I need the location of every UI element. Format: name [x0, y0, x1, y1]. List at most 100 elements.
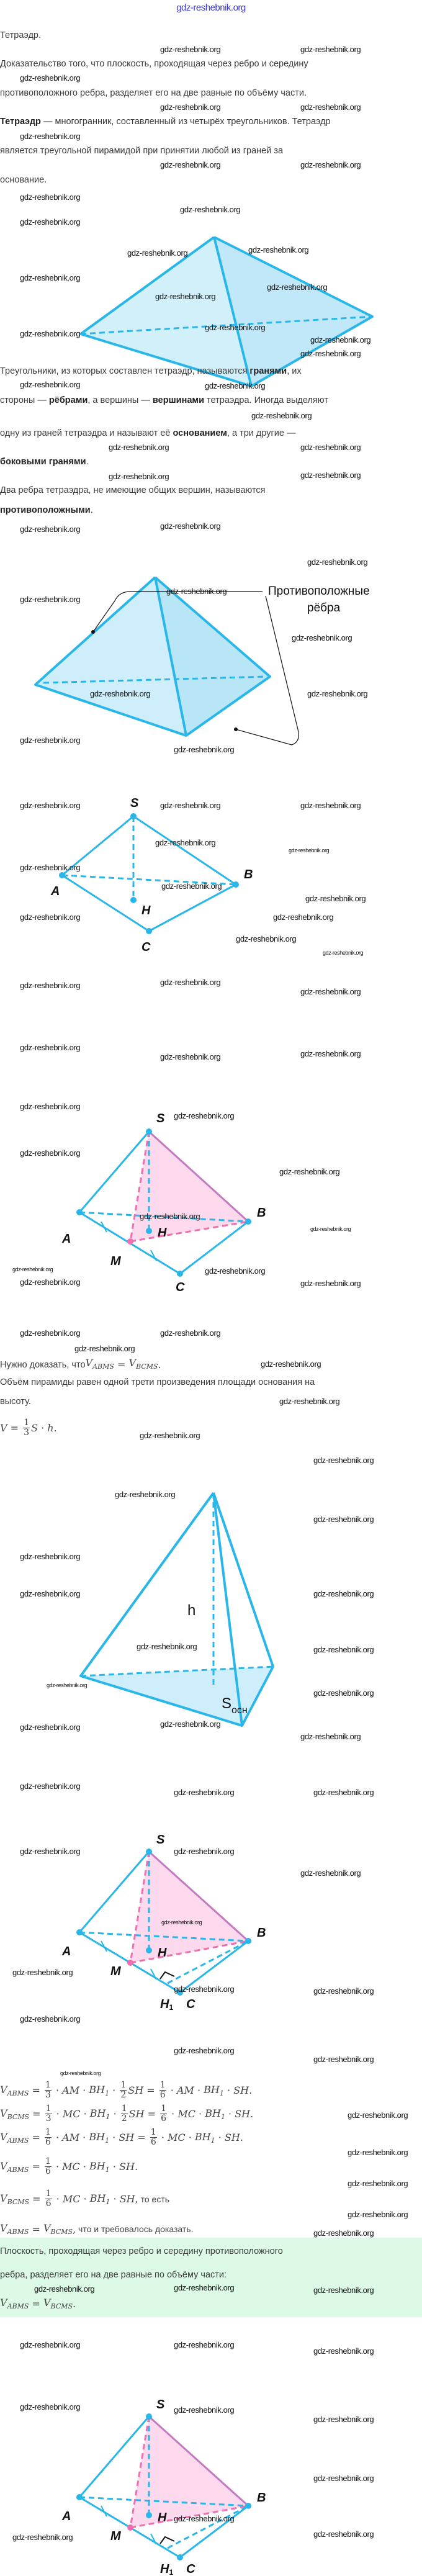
math-variable: BH1: [89, 2107, 110, 2121]
numerator: 1: [159, 2080, 166, 2091]
watermark: gdz-reshebnik.org: [313, 1986, 374, 1996]
denominator: 6: [45, 2166, 51, 2176]
watermark: gdz-reshebnik.org: [300, 349, 361, 358]
proof-statement-line: противоположного ребра, разделяет его на…: [0, 88, 307, 98]
watermark: gdz-reshebnik.org: [313, 2346, 374, 2356]
math-operator: ,: [135, 2193, 138, 2205]
watermark: gdz-reshebnik.org: [109, 443, 169, 452]
watermark: gdz-reshebnik.org: [60, 2070, 101, 2076]
watermark: gdz-reshebnik.org: [20, 1102, 81, 1111]
math-subscript: BCMS: [50, 2302, 73, 2310]
math-subscript: 1: [219, 2089, 224, 2097]
watermark: gdz-reshebnik.org: [20, 73, 81, 83]
watermark: gdz-reshebnik.org: [174, 1111, 235, 1120]
height-label: h: [187, 1602, 195, 1619]
math-variable: VBCMS: [0, 2192, 30, 2206]
vertex-label-c: C: [186, 2562, 195, 2576]
math-operator: ·: [109, 2161, 120, 2173]
watermark: gdz-reshebnik.org: [115, 1490, 176, 1499]
math-subscript: BCMS: [7, 2112, 30, 2121]
watermark: gdz-reshebnik.org: [313, 2474, 374, 2483]
math-subscript: 1: [210, 2136, 215, 2145]
vertex-label-b: B: [244, 868, 253, 881]
watermark: gdz-reshebnik.org: [20, 192, 81, 202]
math-operator: ·: [52, 2132, 63, 2143]
math-operator: ·: [52, 2084, 63, 2096]
watermark: gdz-reshebnik.org: [160, 45, 221, 54]
vertex-label-s: S: [156, 1833, 165, 1847]
math-operator: .: [249, 2084, 253, 2096]
terms-line: Треугольники, из которых составлен тетра…: [0, 366, 302, 376]
watermark: gdz-reshebnik.org: [20, 1723, 81, 1732]
site-header-logo[interactable]: gdz-reshebnik.org: [176, 2, 246, 13]
watermark: gdz-reshebnik.org: [20, 329, 81, 338]
vertex-label-s: S: [156, 2398, 165, 2412]
term-faces: гранями: [249, 366, 287, 376]
math-subscript: 1: [220, 2112, 225, 2121]
point-label-h: H: [158, 1946, 167, 1960]
math-variable: MC: [62, 2193, 81, 2205]
vertex-label-a: A: [61, 1232, 71, 1246]
terms-line: боковыми гранями.: [0, 457, 89, 467]
terms-line: Два ребра тетраэдра, не имеющие общих ве…: [0, 485, 266, 495]
watermark: gdz-reshebnik.org: [12, 1968, 73, 1977]
denominator: 2: [121, 2114, 127, 2123]
watermark: gdz-reshebnik.org: [174, 745, 235, 754]
pyramid-sabc-figure: S A B C H: [50, 796, 253, 954]
math-operator: .: [158, 1359, 161, 1371]
vertex-label-c: C: [176, 1281, 185, 1291]
term-edges: рёбрами: [48, 395, 88, 405]
watermark: gdz-reshebnik.org: [160, 1052, 221, 1061]
watermark: gdz-reshebnik.org: [313, 1688, 374, 1698]
watermark: gdz-reshebnik.org: [300, 160, 361, 169]
watermark: gdz-reshebnik.org: [313, 1515, 374, 1524]
watermark: gdz-reshebnik.org: [20, 1148, 81, 1158]
math-operator: =: [29, 2297, 43, 2310]
math-variable: SH: [128, 2108, 145, 2120]
watermark: gdz-reshebnik.org: [20, 1781, 81, 1791]
watermark: gdz-reshebnik.org: [20, 1277, 81, 1287]
math-operator: .: [53, 1422, 57, 1434]
task-line: Нужно доказать, что VABMS = VBCMS.: [0, 1358, 161, 1372]
terms-line: противоположными.: [0, 505, 93, 515]
vertex-label-a: A: [61, 1945, 71, 1958]
watermark: gdz-reshebnik.org: [166, 587, 227, 596]
numerator: 1: [160, 2104, 168, 2114]
watermark: gdz-reshebnik.org: [20, 736, 81, 745]
math-variable: SH: [119, 2193, 135, 2205]
formula-answer: VABMS = VBCMS.: [0, 2297, 76, 2310]
watermark: gdz-reshebnik.org: [20, 863, 81, 872]
denominator: 3: [24, 1428, 30, 1438]
pyramid-section-figure: S A B H M C: [61, 1112, 266, 1291]
formula-need: VABMS = VBCMS.: [86, 1358, 161, 1372]
pyramid-h1-figure: S A B H M H1 C: [61, 1833, 266, 2011]
watermark: gdz-reshebnik.org: [313, 1788, 374, 1797]
term-vertices: вершинами: [152, 395, 205, 405]
watermark: gdz-reshebnik.org: [205, 381, 266, 390]
math-subscript: BCMS: [50, 2228, 73, 2236]
watermark: gdz-reshebnik.org: [174, 1984, 235, 1994]
point-label-h: H: [158, 2511, 167, 2524]
math-operator: ·: [80, 2193, 90, 2205]
watermark: gdz-reshebnik.org: [174, 2340, 235, 2349]
math-operator: ·: [109, 2084, 119, 2096]
math-operator: ·: [79, 2084, 89, 2096]
answer-box: [0, 2238, 422, 2317]
math-subscript: 1: [106, 2197, 110, 2206]
numerator: 1: [44, 2127, 52, 2138]
denominator: 6: [150, 2137, 156, 2147]
watermark: gdz-reshebnik.org: [174, 2283, 235, 2292]
math-subscript: BCMS: [7, 2197, 30, 2206]
math-variable: BH1: [194, 2130, 215, 2145]
